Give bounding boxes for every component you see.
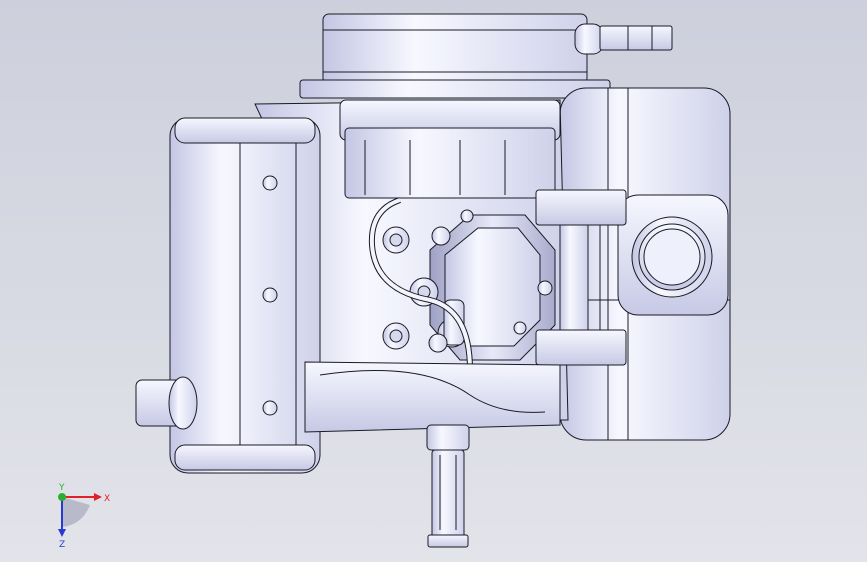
muffler (169, 117, 321, 474)
crankcase-base (304, 361, 561, 433)
breather-tube (574, 23, 673, 55)
exhaust-outlet (135, 376, 198, 430)
coordinate-triad: X Y Z (58, 483, 110, 550)
air-cleaner-cover (299, 13, 611, 99)
y-axis-dot (58, 493, 66, 501)
x-axis-label: X (104, 494, 110, 504)
engine-model (135, 13, 731, 548)
crankshaft (426, 424, 470, 548)
y-axis-label: Y (58, 483, 65, 493)
z-axis-label: Z (59, 540, 65, 550)
governor-bracket (535, 189, 627, 366)
